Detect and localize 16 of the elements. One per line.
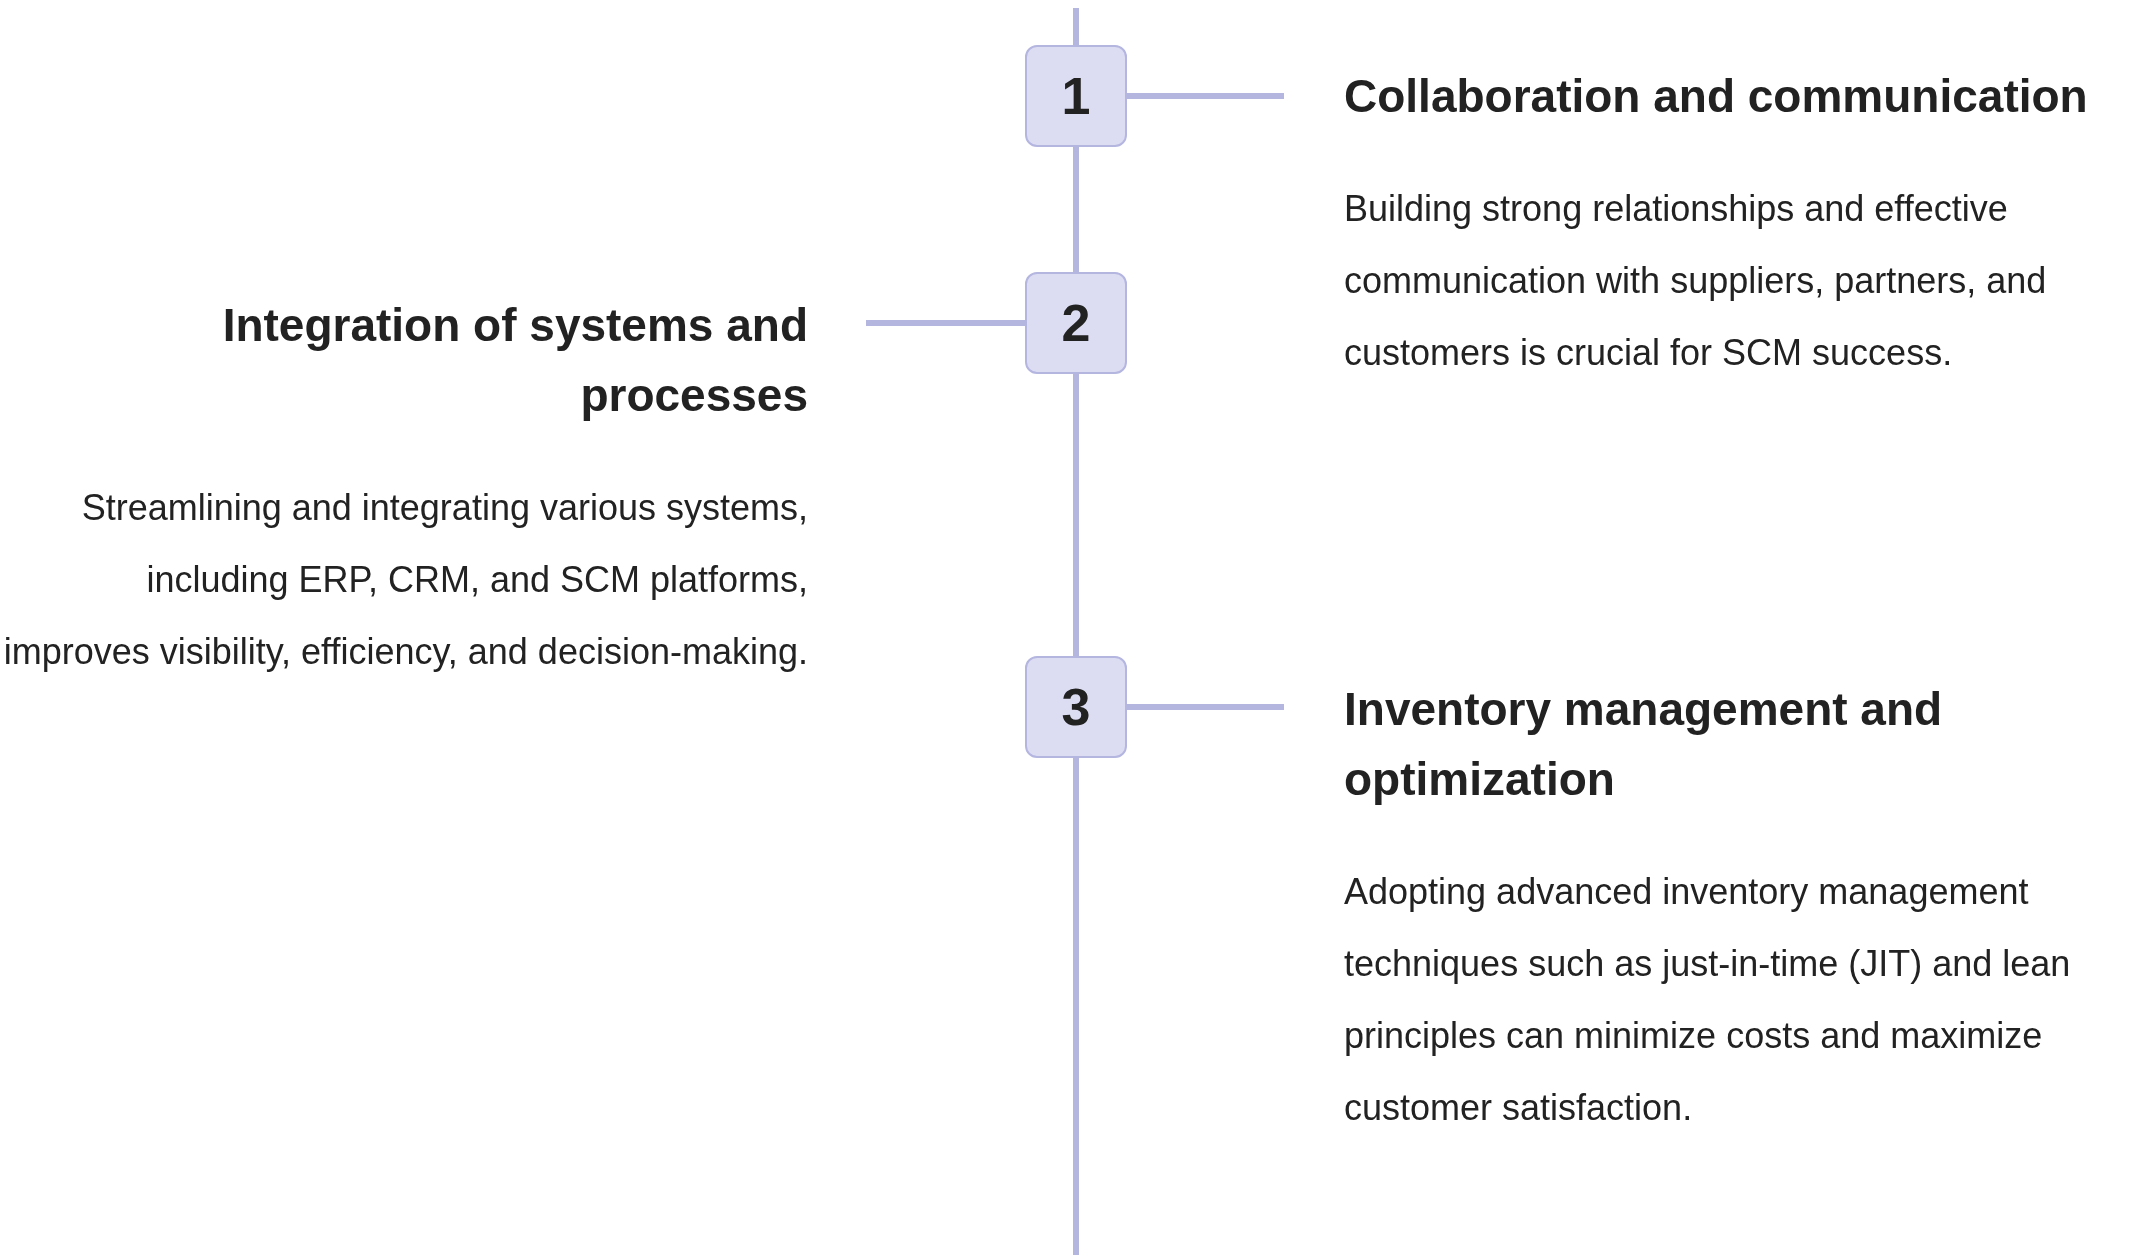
step-heading: Inventory management and optimization (1344, 682, 1944, 807)
timeline-line (1073, 374, 1079, 656)
timeline-line (1073, 758, 1079, 1255)
step-description: Streamlining and integrating various systems, including ERP, CRM, and SCM platforms, improves visibility, efficiency, and decision-making. (2, 486, 808, 674)
step-description: Adopting advanced inventory management techniques such as just-in-time (JIT) and lean principles can minimize costs and maximize customer satisfaction. (1344, 870, 2072, 1130)
timeline-line (1073, 8, 1079, 45)
timeline-line (1073, 147, 1079, 272)
step-description: Building strong relationships and effective communication with suppliers, partners, and customers is crucial for SCM success. (1344, 187, 2048, 375)
step-number-box: 3 (1025, 656, 1127, 758)
connector-line (1127, 93, 1284, 99)
step-heading: Collaboration and communication (1344, 69, 2088, 124)
step-number-box: 2 (1025, 272, 1127, 374)
connector-line (1127, 704, 1284, 710)
step-heading: Integration of systems and processes (221, 298, 808, 423)
connector-line (866, 320, 1025, 326)
step-number-box: 1 (1025, 45, 1127, 147)
